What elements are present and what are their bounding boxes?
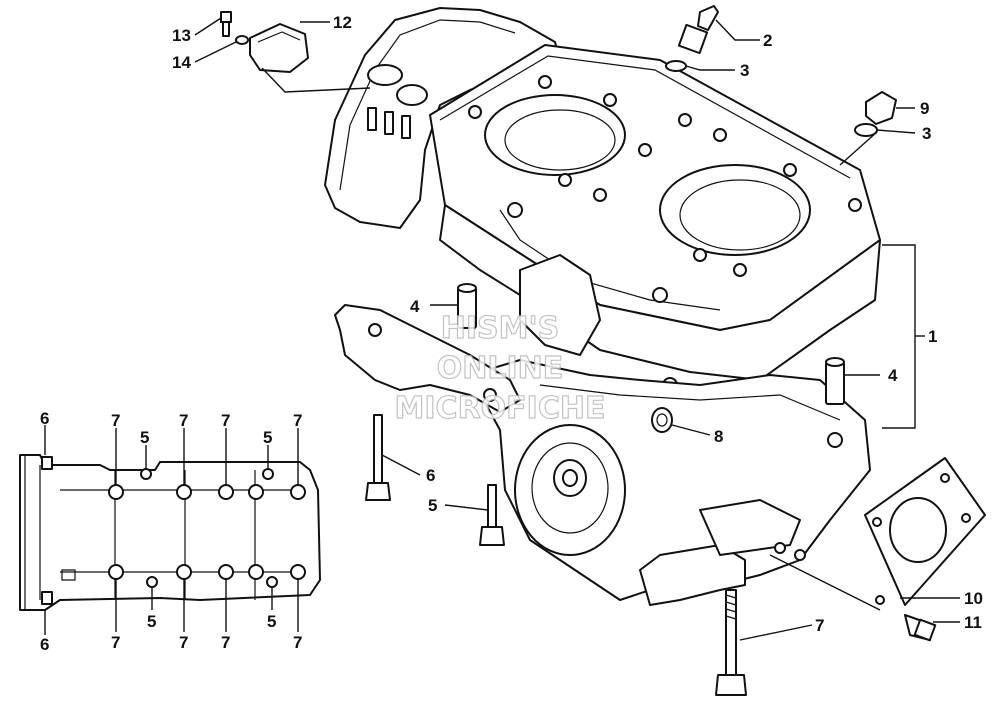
callout-1: 1 [928, 327, 937, 346]
mounting-rail [334, 304, 521, 413]
inset-callout-6-top: 6 [40, 409, 49, 428]
callout-4-lower: 4 [888, 366, 898, 385]
fitting [677, 5, 719, 55]
inset-callout-5-bottom-2: 5 [267, 612, 276, 631]
leader-lines [44, 17, 960, 641]
callout-3-lower: 3 [922, 124, 931, 143]
callout-13: 13 [172, 26, 191, 45]
callout-5: 5 [428, 496, 437, 515]
bolt-6 [365, 414, 391, 501]
inset-callout-7-top-4: 7 [293, 411, 302, 430]
callout-9: 9 [920, 99, 929, 118]
callout-2: 2 [763, 31, 772, 50]
bolt-pattern-inset [19, 454, 321, 611]
bolt-7 [715, 589, 747, 696]
callout-6: 6 [426, 466, 435, 485]
cover-screw [220, 11, 232, 37]
cover-washer [235, 35, 249, 45]
inset-callout-7-bottom-3: 7 [221, 633, 230, 652]
bushing [651, 407, 673, 433]
callout-8: 8 [714, 427, 723, 446]
inset-callout-7-bottom-4: 7 [293, 633, 302, 652]
callout-14: 14 [172, 53, 191, 72]
plug [865, 91, 897, 125]
inset-callout-labels: 6 7 5 7 7 5 7 6 7 5 7 7 5 7 [40, 409, 302, 654]
callout-10: 10 [964, 589, 983, 608]
inset-callout-7-top-2: 7 [179, 411, 188, 430]
bolt-5 [479, 484, 505, 546]
inset-bolt-holes [108, 468, 306, 588]
gasket-screw [904, 614, 937, 642]
inset-callout-7-bottom-2: 7 [179, 633, 188, 652]
crankcase-upper-half [324, 7, 881, 393]
crankcase-lower-half [469, 359, 871, 606]
washer-upper [665, 60, 687, 72]
inset-callout-5-top-1: 5 [140, 428, 149, 447]
inset-callout-6-bottom: 6 [40, 635, 49, 654]
dowel-pin-upper [457, 283, 477, 329]
inset-callout-5-bottom-1: 5 [147, 612, 156, 631]
exhaust-gasket [864, 457, 986, 606]
inset-callout-7-top-1: 7 [111, 411, 120, 430]
cover-plate [249, 23, 309, 73]
callout-labels: 1 2 3 3 4 4 5 6 7 8 9 10 11 12 13 14 [172, 13, 983, 635]
callout-7: 7 [815, 616, 824, 635]
watermark-line-3: MICROFICHE [395, 391, 606, 426]
inset-callout-7-bottom-1: 7 [111, 633, 120, 652]
watermark-line-2: ONLINE [437, 351, 564, 386]
dowel-pin-lower [825, 357, 845, 405]
callout-4-upper: 4 [410, 297, 420, 316]
callout-3-upper: 3 [740, 61, 749, 80]
watermark-line-1: HISM'S [441, 311, 560, 346]
callout-11: 11 [964, 613, 982, 632]
watermark: HISM'S ONLINE MICROFICHE [394, 310, 606, 426]
callout-12: 12 [333, 13, 352, 32]
inset-callout-7-top-3: 7 [221, 411, 230, 430]
inset-callout-5-top-2: 5 [263, 428, 272, 447]
